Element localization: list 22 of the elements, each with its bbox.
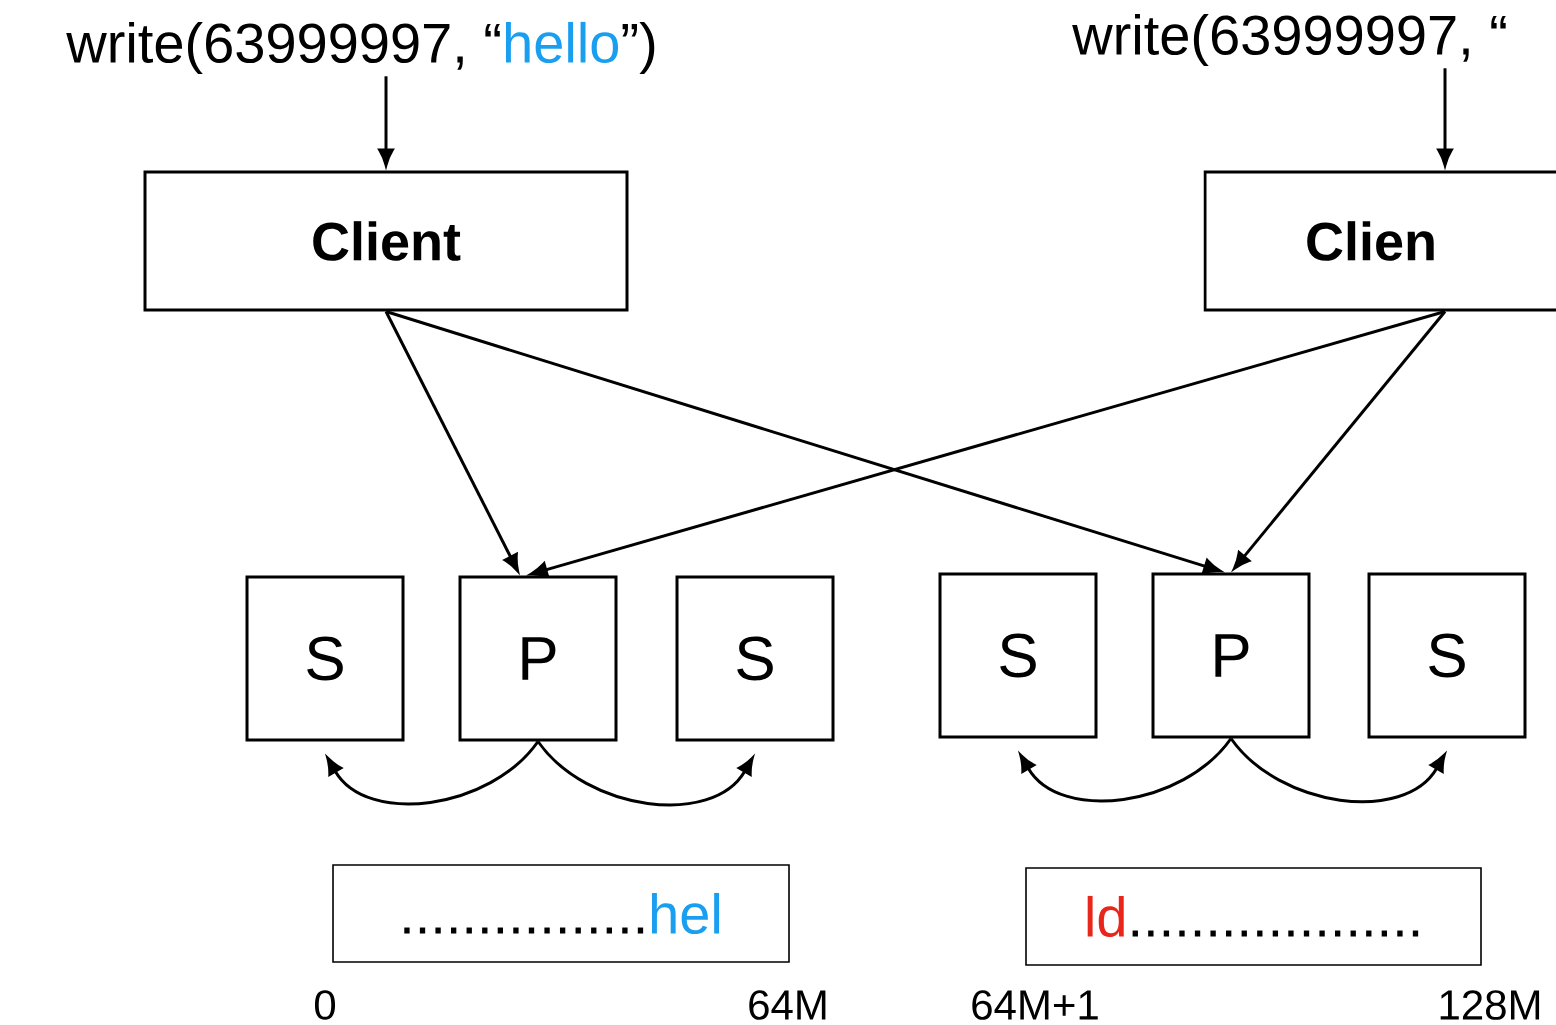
server-box: P [458, 575, 618, 742]
client-box: Clien [1203, 170, 1556, 312]
offset-label: 64M+1 [972, 990, 1098, 1020]
write-call-text: write(63999997, “hello”) [66, 21, 655, 75]
write-call-text: write(63999997, “ [1072, 13, 1506, 67]
arrow [1019, 737, 1233, 803]
server-box: S [245, 575, 405, 742]
arrow [378, 76, 394, 167]
offset-label: 0 [315, 990, 336, 1020]
arrow [1229, 737, 1446, 804]
arrow [536, 740, 754, 807]
offset-label: 64M [749, 990, 826, 1020]
arrow [1437, 68, 1453, 167]
offset-label: 128M [1440, 990, 1540, 1020]
server-box: S [938, 572, 1098, 739]
server-box: S [1367, 572, 1527, 739]
client-box: Client [143, 170, 629, 312]
arrow [326, 740, 540, 806]
chunk-box: ................hel [332, 864, 790, 963]
server-box: S [675, 575, 835, 742]
chunk-box: ld................... [1025, 867, 1482, 966]
server-box: P [1151, 572, 1311, 739]
